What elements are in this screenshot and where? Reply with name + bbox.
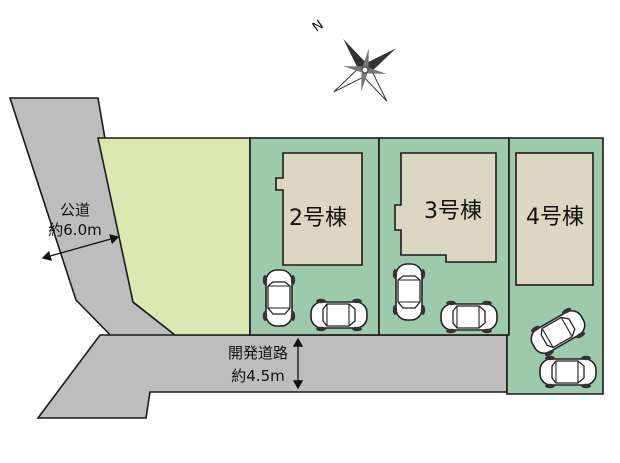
- development-road-width: 約4.5m: [231, 367, 284, 385]
- development-road-label: 開発道路: [228, 344, 288, 362]
- building-4: [515, 152, 594, 286]
- car-icon: [261, 269, 297, 327]
- building-2: [275, 152, 363, 266]
- lot-2-label: 2号棟: [289, 206, 347, 231]
- building-3: [394, 152, 497, 263]
- compass-north-label: N: [310, 17, 327, 35]
- lot-4-label: 4号棟: [526, 205, 584, 230]
- public-road-dimension: [41, 234, 120, 261]
- car-icon: [391, 263, 427, 321]
- car-icon: [310, 297, 368, 333]
- vacant-lot: [97, 137, 251, 336]
- public-road-label: 公道: [60, 201, 90, 219]
- compass-rose-icon: [333, 38, 397, 102]
- lot-3-label: 3号棟: [424, 199, 482, 224]
- car-icon: [440, 299, 498, 335]
- public-road-width: 約6.0m: [48, 221, 101, 239]
- car-icon: [539, 354, 597, 390]
